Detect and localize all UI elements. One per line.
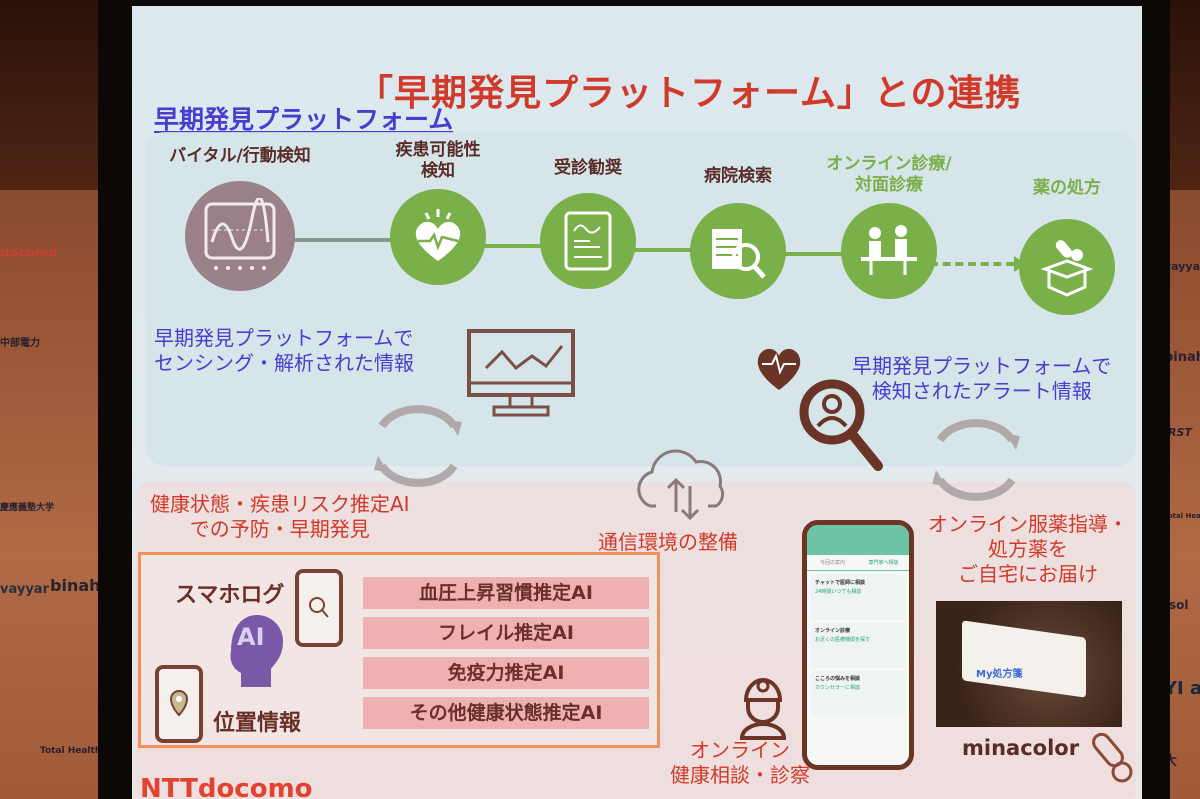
online-consult-label: オンライン 健康相談・診察 [670, 738, 810, 787]
sponsor-logo: vayyar [1164, 260, 1200, 273]
app-card: チャットで医師に相談 24時間いつでも相談 [811, 575, 905, 619]
ai-heading: 健康状態・疾患リスク推定AI での予防・早期発見 [150, 492, 410, 541]
flow-dashed-arrow [930, 262, 1014, 266]
flow-connector [782, 252, 842, 256]
delivery-photo: My処方箋 [936, 601, 1122, 727]
ai-badge: AI [237, 623, 265, 651]
sponsor-logo: docomo [0, 246, 58, 261]
delivery-label: オンライン服薬指導・ 処方薬を ご自宅にお届け [928, 512, 1128, 586]
step-label: 受診勧奨 [554, 158, 622, 178]
ai-model-item: フレイル推定AI [363, 617, 649, 649]
flow-step-vital-detection: バイタル/行動検知 [150, 146, 330, 292]
flow-connector [632, 248, 692, 252]
heart-pulse-icon [390, 188, 486, 285]
step-label: オンライン診療/ 対面診療 [826, 154, 952, 196]
sponsor-logo: vayyar [0, 582, 49, 597]
ai-head-icon: AI [227, 611, 287, 695]
sponsor-logo: -sol [1164, 598, 1189, 612]
health-app-screenshot: 今回の案内 専門家へ相談 チャットで医師に相談 24時間いつでも相談 オンライン… [802, 520, 914, 770]
flow-step-prescription: 薬の処方 [1012, 178, 1122, 316]
app-tab: 今回の案内 [819, 560, 845, 566]
network-label: 通信環境の整備 [598, 530, 738, 554]
location-label: 位置情報 [213, 711, 302, 736]
sponsor-logo: 慶應義塾大学 [0, 503, 55, 513]
smartphone-location-icon [155, 665, 203, 743]
platform-panel [146, 132, 1136, 466]
slide-title: 「早期発見プラットフォーム」との連携 [357, 73, 1022, 114]
ai-model-item: その他健康状態推定AI [363, 697, 649, 729]
ai-model-item: 血圧上昇習慣推定AI [363, 577, 649, 609]
doctor-icon [738, 674, 788, 744]
step-label: 疾患可能性 検知 [395, 140, 481, 182]
medicine-package [962, 620, 1086, 698]
flow-connector [482, 244, 542, 248]
ai-estimation-box: スマホログ AI 位置情報 血圧上昇習慣推定AI フレイル推定AI 免疫力推定A… [138, 552, 660, 748]
smartphone-search-icon [295, 569, 343, 647]
ai-model-item: 免疫力推定AI [363, 657, 649, 689]
step-label: バイタル/行動検知 [169, 146, 311, 166]
sync-cycle-icon [926, 410, 1026, 514]
flow-step-disease-detection: 疾患可能性 検知 [378, 140, 498, 285]
flow-step-hospital-search: 病院検索 [678, 166, 798, 300]
app-tab: 専門家へ相談 [868, 560, 899, 566]
app-card-title: こころの悩みを相談 [815, 676, 861, 682]
slide-subtitle: 早期発見プラットフォーム [154, 105, 454, 134]
smartphone-log-label: スマホログ [175, 583, 285, 608]
app-card-desc: 24時間いつでも相談 [815, 589, 862, 595]
medical-document-icon [540, 193, 636, 290]
app-card-desc: お近くの医療機関を探す [815, 637, 871, 643]
package-label: My処方箋 [976, 669, 1023, 680]
cloud-transfer-icon [628, 446, 738, 530]
alert-info-text: 早期発見プラットフォームで 検知されたアラート情報 [852, 354, 1112, 403]
monitor-chart-icon [466, 328, 576, 424]
sponsor-backdrop-left: docomo 中部電力 慶應義塾大学 vayyar binah.ai Total… [0, 190, 123, 799]
step-label: 薬の処方 [1033, 178, 1101, 198]
sponsor-logo: YI a [1164, 678, 1200, 699]
sponsor-logo: Total Health [40, 746, 102, 756]
sponsor-logo: binah [1164, 350, 1200, 365]
flow-connector [262, 238, 392, 242]
step-label: 病院検索 [704, 166, 772, 186]
docomo-logo: NTTdocomo [140, 774, 313, 799]
consultation-icon [841, 202, 937, 299]
app-card-title: チャットで医師に相談 [815, 580, 865, 586]
app-card-desc: カウンセラーに相談 [815, 685, 861, 691]
app-card: こころの悩みを相談 カウンセラーに相談 [811, 671, 905, 715]
sponsor-logo: RST [1168, 426, 1192, 439]
pill-icon [1090, 730, 1136, 788]
sensing-info-text: 早期発見プラットフォームで センシング・解析された情報 [154, 326, 414, 375]
medicine-box-icon [1019, 219, 1115, 316]
hospital-search-icon [690, 203, 786, 300]
app-header [807, 525, 909, 555]
sponsor-logo: Total Health [1164, 512, 1200, 520]
app-card: オンライン診療 お近くの医療機関を探す [811, 623, 905, 667]
vital-monitor-icon [185, 181, 295, 292]
flow-step-consultation: オンライン診療/ 対面診療 [814, 154, 964, 299]
minacolor-logo: minacolor [962, 736, 1080, 760]
heart-alert-icon [752, 342, 806, 396]
app-tabs: 今回の案内 専門家へ相談 [807, 555, 909, 571]
sync-cycle-icon [368, 396, 468, 500]
slide: 「早期発見プラットフォーム」との連携 早期発見プラットフォーム バイタル/行動検… [132, 6, 1142, 799]
sponsor-logo: 中部電力 [0, 338, 40, 349]
flow-step-recommend-visit: 受診勧奨 [528, 158, 648, 290]
app-card-title: オンライン診療 [815, 628, 851, 634]
person-search-icon [796, 376, 886, 480]
